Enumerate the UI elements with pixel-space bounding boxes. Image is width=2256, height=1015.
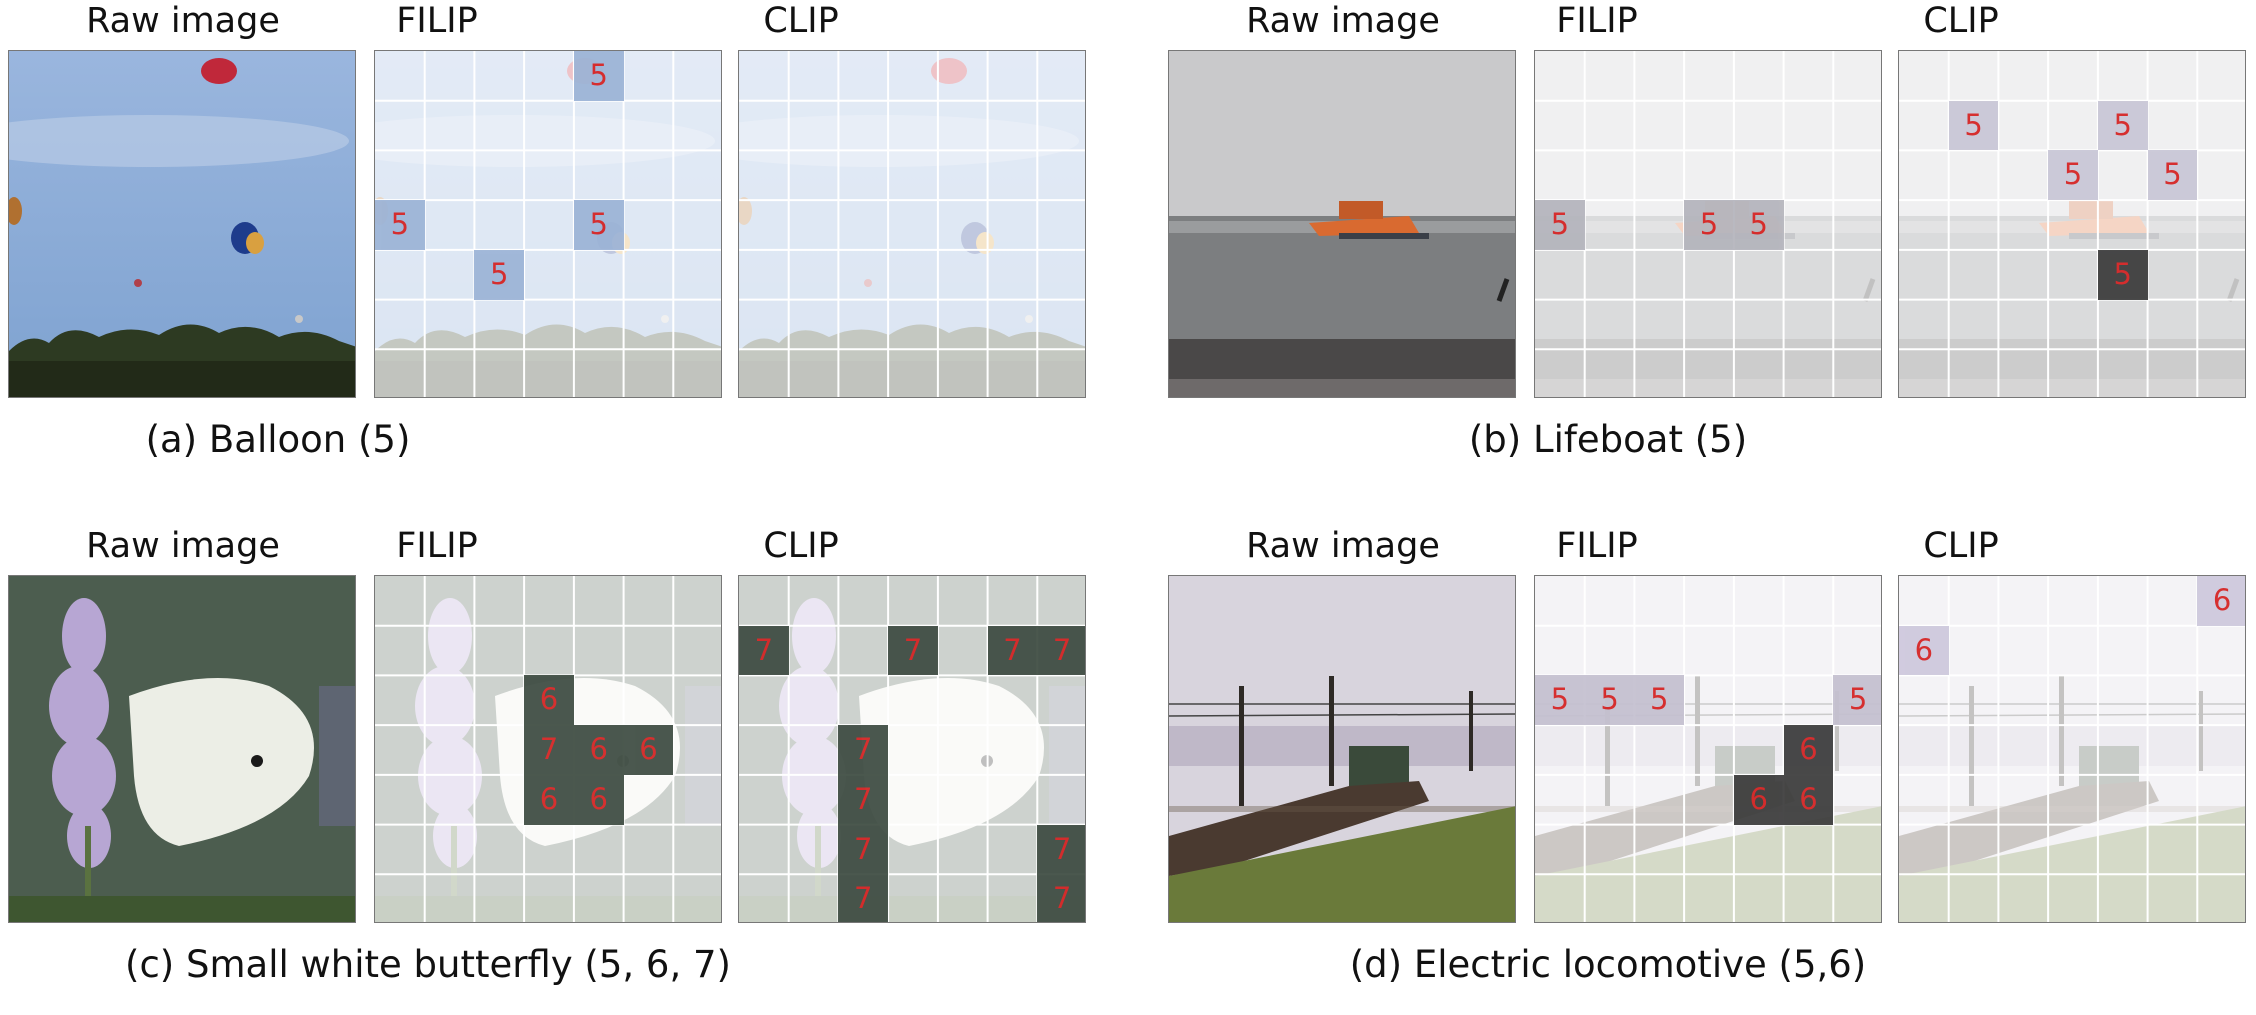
patch-cell: 7 xyxy=(1037,874,1085,922)
patch-cell: 7 xyxy=(524,725,574,775)
raw-image-label: Raw image xyxy=(1246,526,1440,566)
patch-cell: 5 xyxy=(1948,100,1999,151)
patch-cell: 7 xyxy=(838,774,889,825)
patch-cell: 5 xyxy=(2097,100,2148,151)
filip-label: FILIP xyxy=(1556,526,1638,566)
clip-heatmap-panel xyxy=(738,50,1086,398)
heatmap-overlay xyxy=(375,51,721,397)
figure-caption: (a) Balloon (5) xyxy=(145,418,411,461)
figure-caption: (d) Electric locomotive (5,6) xyxy=(1349,943,1867,986)
patch-grid xyxy=(1899,576,2245,922)
patch-cell: 6 xyxy=(1899,625,1949,676)
patch-cell: 5 xyxy=(1684,200,1734,250)
patch-grid xyxy=(375,576,721,922)
filip-label: FILIP xyxy=(396,526,478,566)
clip-label: CLIP xyxy=(1923,1,1999,41)
filip-label: FILIP xyxy=(1556,1,1638,41)
figure-d: Raw image FILIP CLIP xyxy=(1168,525,2248,1015)
raw-image-panel xyxy=(1168,575,1516,923)
patch-grid xyxy=(375,51,721,397)
patch-cell: 5 xyxy=(1535,675,1585,726)
patch-cell: 6 xyxy=(1783,774,1834,825)
raw-image-label: Raw image xyxy=(1246,1,1440,41)
patch-cell: 5 xyxy=(2147,150,2198,201)
clip-label: CLIP xyxy=(1923,526,1999,566)
patch-cell: 6 xyxy=(1733,774,1784,825)
heatmap-overlay xyxy=(1899,576,2245,922)
patch-cell: 5 xyxy=(1535,200,1585,250)
patch-cell: 6 xyxy=(573,774,624,825)
patch-cell: 6 xyxy=(573,725,624,775)
filip-label: FILIP xyxy=(396,1,478,41)
patch-cell: 5 xyxy=(474,249,525,300)
patch-cell: 5 xyxy=(573,51,624,101)
patch-cell: 7 xyxy=(838,725,889,775)
patch-cell: 7 xyxy=(838,824,889,875)
figure-caption: (b) Lifeboat (5) xyxy=(1468,418,1748,461)
patch-cell: 5 xyxy=(1584,675,1635,726)
butterfly-scene-image xyxy=(9,576,355,922)
patch-grid xyxy=(1535,51,1881,397)
figure-caption: (c) Small white butterfly (5, 6, 7) xyxy=(125,943,731,986)
raw-image-label: Raw image xyxy=(86,526,280,566)
figure-a: Raw image FILIP CLIP xyxy=(8,0,1088,490)
patch-cell: 7 xyxy=(987,625,1038,676)
clip-label: CLIP xyxy=(763,1,839,41)
patch-cell: 5 xyxy=(1833,675,1881,726)
patch-cell: 7 xyxy=(739,625,789,676)
clip-label: CLIP xyxy=(763,526,839,566)
patch-cell: 6 xyxy=(2197,576,2245,626)
patch-cell: 7 xyxy=(838,874,889,922)
patch-cell: 5 xyxy=(573,200,624,250)
lifeboat-scene-image xyxy=(1169,51,1515,397)
patch-cell: 5 xyxy=(2048,150,2098,201)
raw-image-label: Raw image xyxy=(86,1,280,41)
raw-image-panel xyxy=(8,575,356,923)
patch-cell: 5 xyxy=(2097,249,2148,300)
patch-cell: 5 xyxy=(375,200,425,250)
patch-cell: 7 xyxy=(1037,625,1085,676)
patch-cell: 5 xyxy=(1634,675,1685,726)
patch-cell: 6 xyxy=(524,675,574,726)
patch-cell: 7 xyxy=(1037,824,1085,875)
patch-cell: 5 xyxy=(1733,200,1784,250)
patch-cell: 6 xyxy=(623,725,674,775)
patch-grid xyxy=(739,51,1085,397)
locomotive-scene-image xyxy=(1169,576,1515,922)
heatmap-overlay xyxy=(739,51,1085,397)
patch-cell: 7 xyxy=(888,625,938,676)
raw-image-panel xyxy=(8,50,356,398)
raw-image-panel xyxy=(1168,50,1516,398)
balloon-scene-image xyxy=(9,51,355,397)
patch-cell: 6 xyxy=(524,774,574,825)
patch-cell: 6 xyxy=(1783,725,1834,775)
